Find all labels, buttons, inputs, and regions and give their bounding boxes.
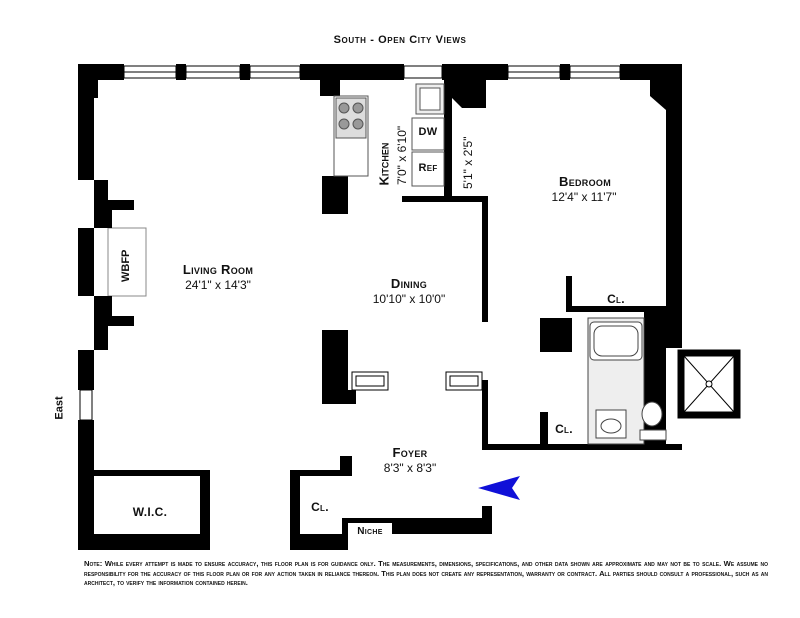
dining-label: Dining xyxy=(390,276,428,291)
kitchen-label: Kitchen xyxy=(376,142,392,186)
bathroom-fixtures xyxy=(587,317,667,445)
windows xyxy=(79,65,621,421)
fireplace-hearth xyxy=(107,227,147,297)
foyer-dims: 8'3" x 8'3" xyxy=(383,461,437,475)
dining-benches xyxy=(351,371,483,391)
wic-label: W.I.C. xyxy=(132,505,168,519)
pantry-dims: 5'1" x 2'5" xyxy=(461,136,475,189)
shower xyxy=(677,349,741,419)
foyer-label: Foyer xyxy=(392,445,428,460)
refrigerator-label: Ref xyxy=(418,162,438,174)
living-room-label: Living Room xyxy=(182,262,254,277)
disclaimer-note: Note: While every attempt is made to ens… xyxy=(84,559,768,588)
note-prefix: Note: xyxy=(84,559,103,568)
closet-label-foyer: Cl. xyxy=(311,500,329,514)
closet-label-bedroom: Cl. xyxy=(607,292,625,306)
dishwasher-label: DW xyxy=(418,126,438,138)
entry-arrow-icon xyxy=(478,476,520,500)
bedroom-label: Bedroom xyxy=(559,174,611,189)
orientation-label-east: East xyxy=(53,396,66,420)
kitchen-dims: 7'0" x 6'10" xyxy=(395,125,409,185)
living-room-dims: 24'1" x 14'3" xyxy=(185,278,251,292)
note-text: While every attempt is made to ensure ac… xyxy=(84,559,768,588)
kitchen-fixtures xyxy=(333,83,445,187)
closet-label-bath: Cl. xyxy=(555,422,573,436)
bedroom-dims: 12'4" x 11'7" xyxy=(551,190,617,204)
orientation-label-south: South - Open City Views xyxy=(333,34,467,46)
dining-dims: 10'10" x 10'0" xyxy=(372,292,446,306)
niche-label: Niche xyxy=(357,526,383,537)
wbfp-label: WBFP xyxy=(120,249,132,282)
